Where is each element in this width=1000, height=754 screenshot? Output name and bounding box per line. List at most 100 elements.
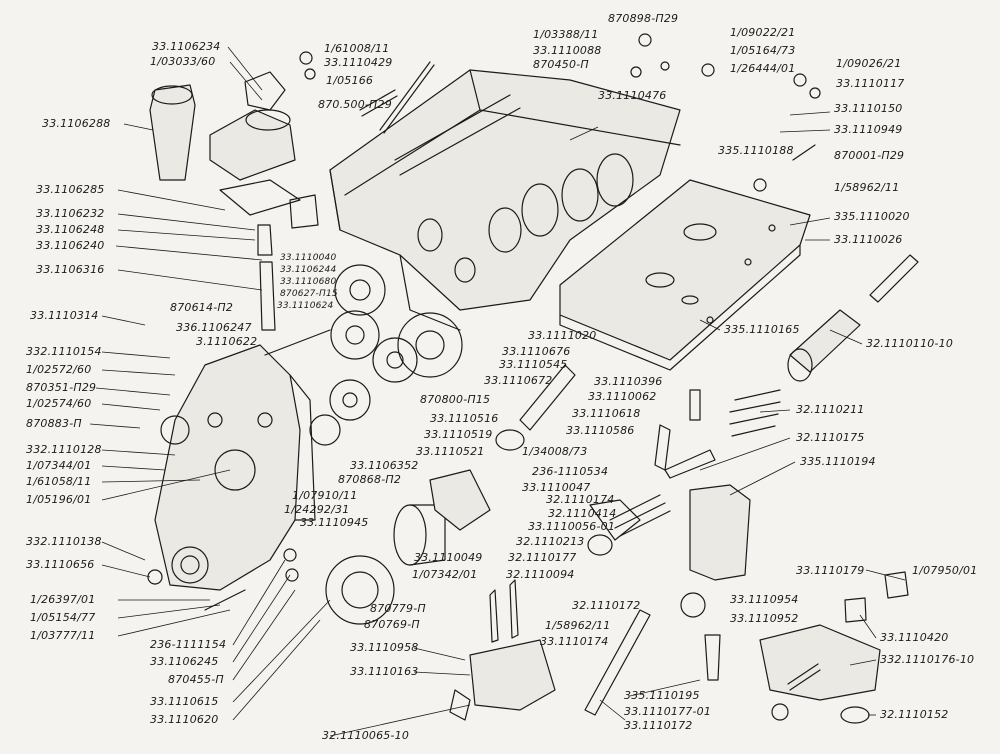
part-label: 33.1110396 <box>594 375 663 388</box>
part-label: 33.1110047 <box>522 481 591 494</box>
part-label: 1/05166 <box>326 74 374 87</box>
part-label: 33.1110620 <box>150 713 219 726</box>
part-label: 1/58962/11 <box>545 619 611 632</box>
part-label: 1/07950/01 <box>912 564 978 577</box>
governor-housing-drawing <box>154 344 316 591</box>
part-label: 33.1106288 <box>42 117 111 130</box>
part-label: 33.1110521 <box>416 445 485 458</box>
bearing-drawing <box>325 504 446 625</box>
part-label: 1/09022/21 <box>730 26 796 39</box>
part-label: 33.1110163 <box>350 665 419 678</box>
part-label: 3.1110622 <box>196 335 258 348</box>
part-label: 33.1110586 <box>566 424 635 437</box>
part-label: 335.1110188 <box>718 144 794 157</box>
part-label: 1/02574/60 <box>26 397 92 410</box>
part-label: 32.1110152 <box>880 708 949 721</box>
part-label: 33.1110672 <box>484 374 553 387</box>
part-label: 870614-П2 <box>170 301 234 314</box>
part-label: 1/61008/11 <box>324 42 390 55</box>
part-label: 32.1110065-10 <box>322 729 410 742</box>
part-label: 33.1110026 <box>834 233 903 246</box>
part-label: 870.500-П29 <box>318 98 392 111</box>
part-label: 1/58962/11 <box>834 181 900 194</box>
part-label: 870868-П2 <box>338 473 402 486</box>
part-label: 33.1110618 <box>572 407 641 420</box>
part-label: 332.1110138 <box>26 535 102 548</box>
part-label: 1/26397/01 <box>30 593 96 606</box>
part-label: 33.1110945 <box>300 516 369 529</box>
part-label: 33.1106232 <box>36 207 105 220</box>
part-label: 1/07342/01 <box>412 568 478 581</box>
part-label: 870769-П <box>364 618 420 631</box>
part-label: 33.1110429 <box>324 56 393 69</box>
part-label: 33.1110519 <box>424 428 493 441</box>
part-label: 870883-П <box>26 417 82 430</box>
part-label: 33.1110476 <box>598 89 667 102</box>
part-label: 870779-П <box>370 602 426 615</box>
part-label: 1/07910/11 <box>292 489 358 502</box>
part-label: 1/34008/73 <box>522 445 588 458</box>
part-label: 33.1110062 <box>588 390 657 403</box>
part-label: 33.1110117 <box>836 77 905 90</box>
part-label: 1/26444/01 <box>730 62 796 75</box>
plunger-parts-drawing <box>654 254 919 581</box>
part-label: 870455-П <box>168 673 224 686</box>
part-label: 32.1110213 <box>516 535 585 548</box>
part-label: 33.1111020 <box>528 329 597 342</box>
part-label: 33.1110680 <box>280 277 337 287</box>
part-label: 33.1110040 <box>280 253 337 263</box>
part-label: 1/03388/11 <box>533 28 599 41</box>
part-label: 33.1110049 <box>414 551 483 564</box>
part-label: 335.1110195 <box>624 689 700 702</box>
part-label: 32.1110174 <box>546 493 615 506</box>
part-label: 870001-П29 <box>834 149 905 162</box>
part-label: 32.1110094 <box>506 568 575 581</box>
part-label: 33.1110624 <box>277 301 334 311</box>
lever-drawing <box>759 571 909 724</box>
part-label: 332.1110128 <box>26 443 102 456</box>
part-label: 1/05164/73 <box>730 44 796 57</box>
part-label: 1/02572/60 <box>26 363 92 376</box>
part-label: 33.1110952 <box>730 612 799 625</box>
part-label: 33.1110949 <box>834 123 903 136</box>
cover-plate-drawing <box>559 179 811 371</box>
part-label: 332.1110176-10 <box>880 653 975 666</box>
part-label: 33.1110954 <box>730 593 799 606</box>
part-label: 870627-П15 <box>280 289 338 299</box>
bracket-drawing <box>449 579 721 721</box>
pump-housing-drawing <box>329 69 681 331</box>
part-label: 33.1106316 <box>36 263 105 276</box>
part-label: 33.1106234 <box>152 40 221 53</box>
part-label: 33.1106248 <box>36 223 105 236</box>
part-label: 33.1110174 <box>540 635 609 648</box>
part-label: 32.1110211 <box>796 403 865 416</box>
part-label: 33.1110516 <box>430 412 499 425</box>
part-label: 236-1110534 <box>532 465 609 478</box>
part-label: 33.1106245 <box>150 655 219 668</box>
part-label: 1/03033/60 <box>150 55 216 68</box>
part-label: 33.1106285 <box>36 183 105 196</box>
part-label: 33.1110088 <box>533 44 602 57</box>
part-label: 33.1110150 <box>834 102 903 115</box>
part-label: 32.1110414 <box>548 507 617 520</box>
part-label: 32.1110175 <box>796 431 865 444</box>
part-label: 1/09026/21 <box>836 57 902 70</box>
part-label: 335.1110020 <box>834 210 910 223</box>
fasteners-drawing <box>147 33 821 611</box>
part-label: 32.1110177 <box>508 551 577 564</box>
part-label: 32.1110110-10 <box>866 337 954 350</box>
part-label: 33.1110545 <box>499 358 568 371</box>
part-label: 870450-П <box>533 58 589 71</box>
part-label: 33.1106244 <box>280 265 337 275</box>
part-label: 335.1110194 <box>800 455 876 468</box>
part-label: 870351-П29 <box>26 381 97 394</box>
part-label: 336.1106247 <box>176 321 252 334</box>
part-label: 33.1110656 <box>26 558 95 571</box>
part-label: 32.1110172 <box>572 599 641 612</box>
part-label: 33.1110420 <box>880 631 949 644</box>
part-label: 33.1110056-01 <box>528 520 616 533</box>
part-label: 33.1110172 <box>624 719 693 732</box>
part-label: 33.1110676 <box>502 345 571 358</box>
